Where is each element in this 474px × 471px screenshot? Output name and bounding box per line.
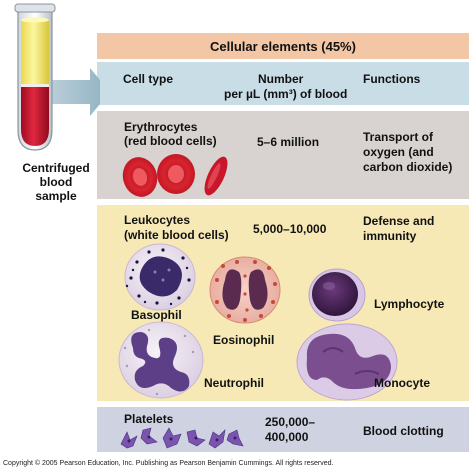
- lymphocyte-cell: [308, 268, 366, 322]
- neutrophil-label: Neutrophil: [204, 376, 264, 390]
- erythrocytes-function-line3: carbon dioxide): [363, 160, 453, 174]
- basophil-label: Basophil: [131, 308, 182, 322]
- cellular-elements-title: Cellular elements (45%): [210, 39, 356, 54]
- platelets-number-line2: 400,000: [265, 430, 309, 444]
- platelets-number-line1: 250,000–: [265, 415, 316, 429]
- erythrocytes-function-line1: Transport of: [363, 130, 434, 144]
- red-blood-cells-illustration: [122, 154, 228, 197]
- white-blood-cells-illustration: [118, 243, 398, 401]
- cellular-elements-header-band: [97, 33, 469, 59]
- lymphocyte-label: Lymphocyte: [374, 297, 445, 311]
- centrifuged-tube-illustration: [14, 3, 100, 151]
- erythrocytes-band: [97, 111, 469, 199]
- rbc-cell-2: [157, 154, 195, 194]
- monocyte-cell: [296, 323, 398, 401]
- column-number-line1: Number: [258, 72, 304, 86]
- leukocytes-name-line2: (white blood cells): [124, 228, 229, 242]
- leukocytes-number: 5,000–10,000: [253, 222, 327, 236]
- platelets-band: [97, 407, 469, 452]
- column-number-line2: per µL (mm³) of blood: [224, 87, 348, 101]
- column-header-band: [97, 62, 469, 105]
- leukocytes-function-line1: Defense and: [363, 214, 435, 228]
- column-functions: Functions: [363, 72, 421, 86]
- erythrocytes-function-line2: oxygen (and: [363, 145, 434, 159]
- copyright-notice: Copyright © 2005 Pearson Education, Inc.…: [3, 460, 334, 467]
- erythrocytes-name-line2: (red blood cells): [124, 134, 217, 148]
- neutrophil-cell: [118, 321, 204, 399]
- tube-label-line1: Centrifuged: [22, 161, 90, 175]
- rbc-cell-1: [122, 157, 158, 197]
- platelets-function: Blood clotting: [363, 424, 444, 438]
- monocyte-label: Monocyte: [374, 376, 431, 390]
- platelets-illustration: [120, 427, 244, 449]
- rbc-cell-3: [204, 156, 228, 196]
- leukocytes-name-line1: Leukocytes: [124, 213, 191, 227]
- column-cell-type: Cell type: [123, 72, 174, 86]
- eosinophil-label: Eosinophil: [213, 333, 275, 347]
- eosinophil-cell: [209, 256, 281, 324]
- erythrocytes-name-line1: Erythrocytes: [124, 120, 198, 134]
- erythrocytes-number: 5–6 million: [257, 135, 320, 149]
- basophil-cell: [124, 243, 196, 311]
- arrow-shape: [48, 68, 100, 116]
- tube-label-line2: blood: [39, 175, 73, 189]
- tube-label-line3: sample: [35, 189, 77, 203]
- leukocytes-function-line2: immunity: [363, 229, 417, 243]
- platelets-name: Platelets: [124, 412, 174, 426]
